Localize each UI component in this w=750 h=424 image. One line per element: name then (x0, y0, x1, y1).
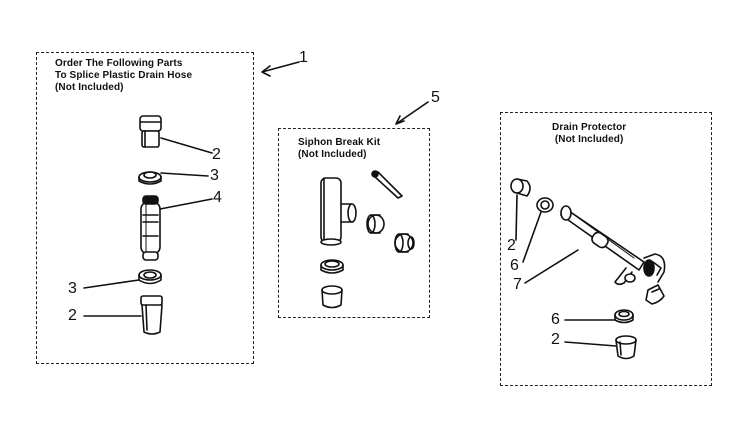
splice-coupling (141, 196, 160, 260)
siphon-break-kit-box (278, 128, 430, 318)
leader-5 (396, 102, 428, 124)
callout-prot-6b: 6 (551, 311, 560, 328)
drain-protector-title: Drain Protector (Not Included) (552, 122, 626, 146)
protector-adapter-bottom (616, 336, 636, 359)
drain-protector-title-line-2: (Not Included) (554, 134, 624, 145)
siphon-adapter (395, 234, 414, 252)
splice-kit-box (36, 52, 254, 364)
siphon-kit-title-line-1: Siphon Break Kit (298, 137, 381, 148)
leader-prot-2b (565, 342, 616, 346)
siphon-clip (372, 171, 402, 198)
drain-protector-box (500, 112, 712, 386)
callout-prot-6a: 6 (510, 257, 519, 274)
callout-prot-2b: 2 (551, 331, 560, 348)
splice-kit-title: Order The Following Parts To Splice Plas… (55, 58, 192, 94)
callout-5: 5 (431, 89, 440, 106)
callout-splice-2b: 2 (68, 307, 77, 324)
siphon-clamp (321, 260, 343, 273)
leader-splice-4 (160, 199, 212, 209)
leader-prot-7 (525, 250, 578, 283)
splice-clamp-top (139, 172, 161, 184)
splice-kit-title-line-3: (Not Included) (55, 82, 124, 93)
siphon-sleeve (322, 286, 342, 308)
callout-prot-7: 7 (513, 276, 522, 293)
protector-clamp-top (537, 198, 553, 212)
splice-adapter-top (140, 116, 161, 147)
splice-adapter-bottom (141, 296, 162, 334)
splice-clamp-bottom (139, 270, 161, 284)
callout-splice-4: 4 (213, 189, 222, 206)
leader-1 (262, 62, 299, 76)
splice-kit-title-line-2: To Splice Plastic Drain Hose (55, 70, 193, 81)
callout-splice-2a: 2 (212, 146, 221, 163)
drain-protector-title-line-1: Drain Protector (552, 122, 627, 133)
leader-splice-2a (161, 138, 212, 153)
leader-prot-6a (523, 212, 541, 262)
protector-adapter-top (511, 179, 530, 196)
siphon-kit-title: Siphon Break Kit (Not Included) (298, 137, 380, 161)
protector-clamp-bottom (615, 310, 633, 323)
splice-kit-title-line-1: Order The Following Parts (55, 58, 183, 69)
leader-splice-3b (84, 280, 139, 288)
protector-body (561, 206, 665, 304)
siphon-kit-title-line-2: (Not Included) (298, 149, 367, 160)
callout-splice-3b: 3 (68, 280, 77, 297)
callout-prot-2a: 2 (507, 237, 516, 254)
siphon-coupling-ring (367, 215, 384, 233)
callout-1: 1 (299, 49, 308, 66)
leader-prot-2a (516, 195, 517, 240)
callout-splice-3a: 3 (210, 167, 219, 184)
siphon-tee (321, 178, 356, 245)
leader-splice-3a (161, 173, 208, 176)
